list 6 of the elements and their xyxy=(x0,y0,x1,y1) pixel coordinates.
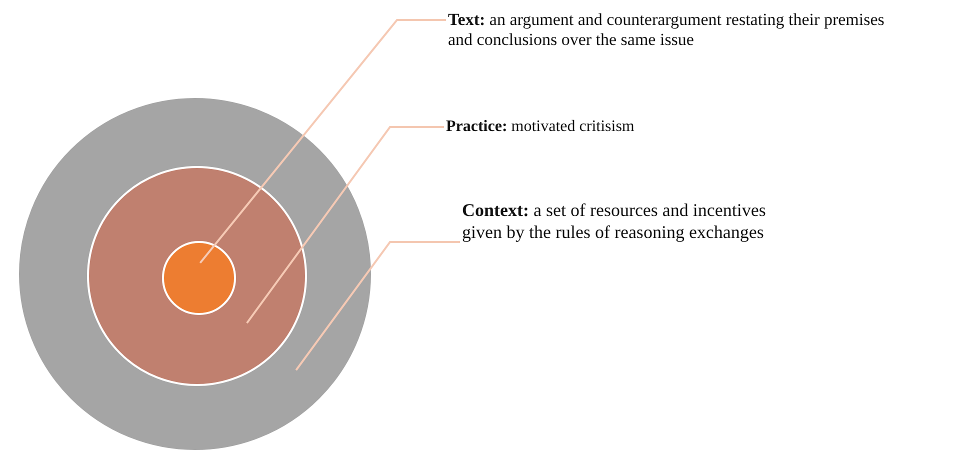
leader-line xyxy=(199,19,446,264)
callout-text: Text: an argument and counterargument restating their premises and conclusions over the same issue xyxy=(448,10,898,51)
leader-line xyxy=(246,126,444,324)
callout-text: Context: a set of resources and incentives given by the rules of reasoning exchanges xyxy=(462,200,767,244)
callout-text: Practice: motivated critisism xyxy=(446,117,746,136)
leader-line xyxy=(295,241,460,371)
